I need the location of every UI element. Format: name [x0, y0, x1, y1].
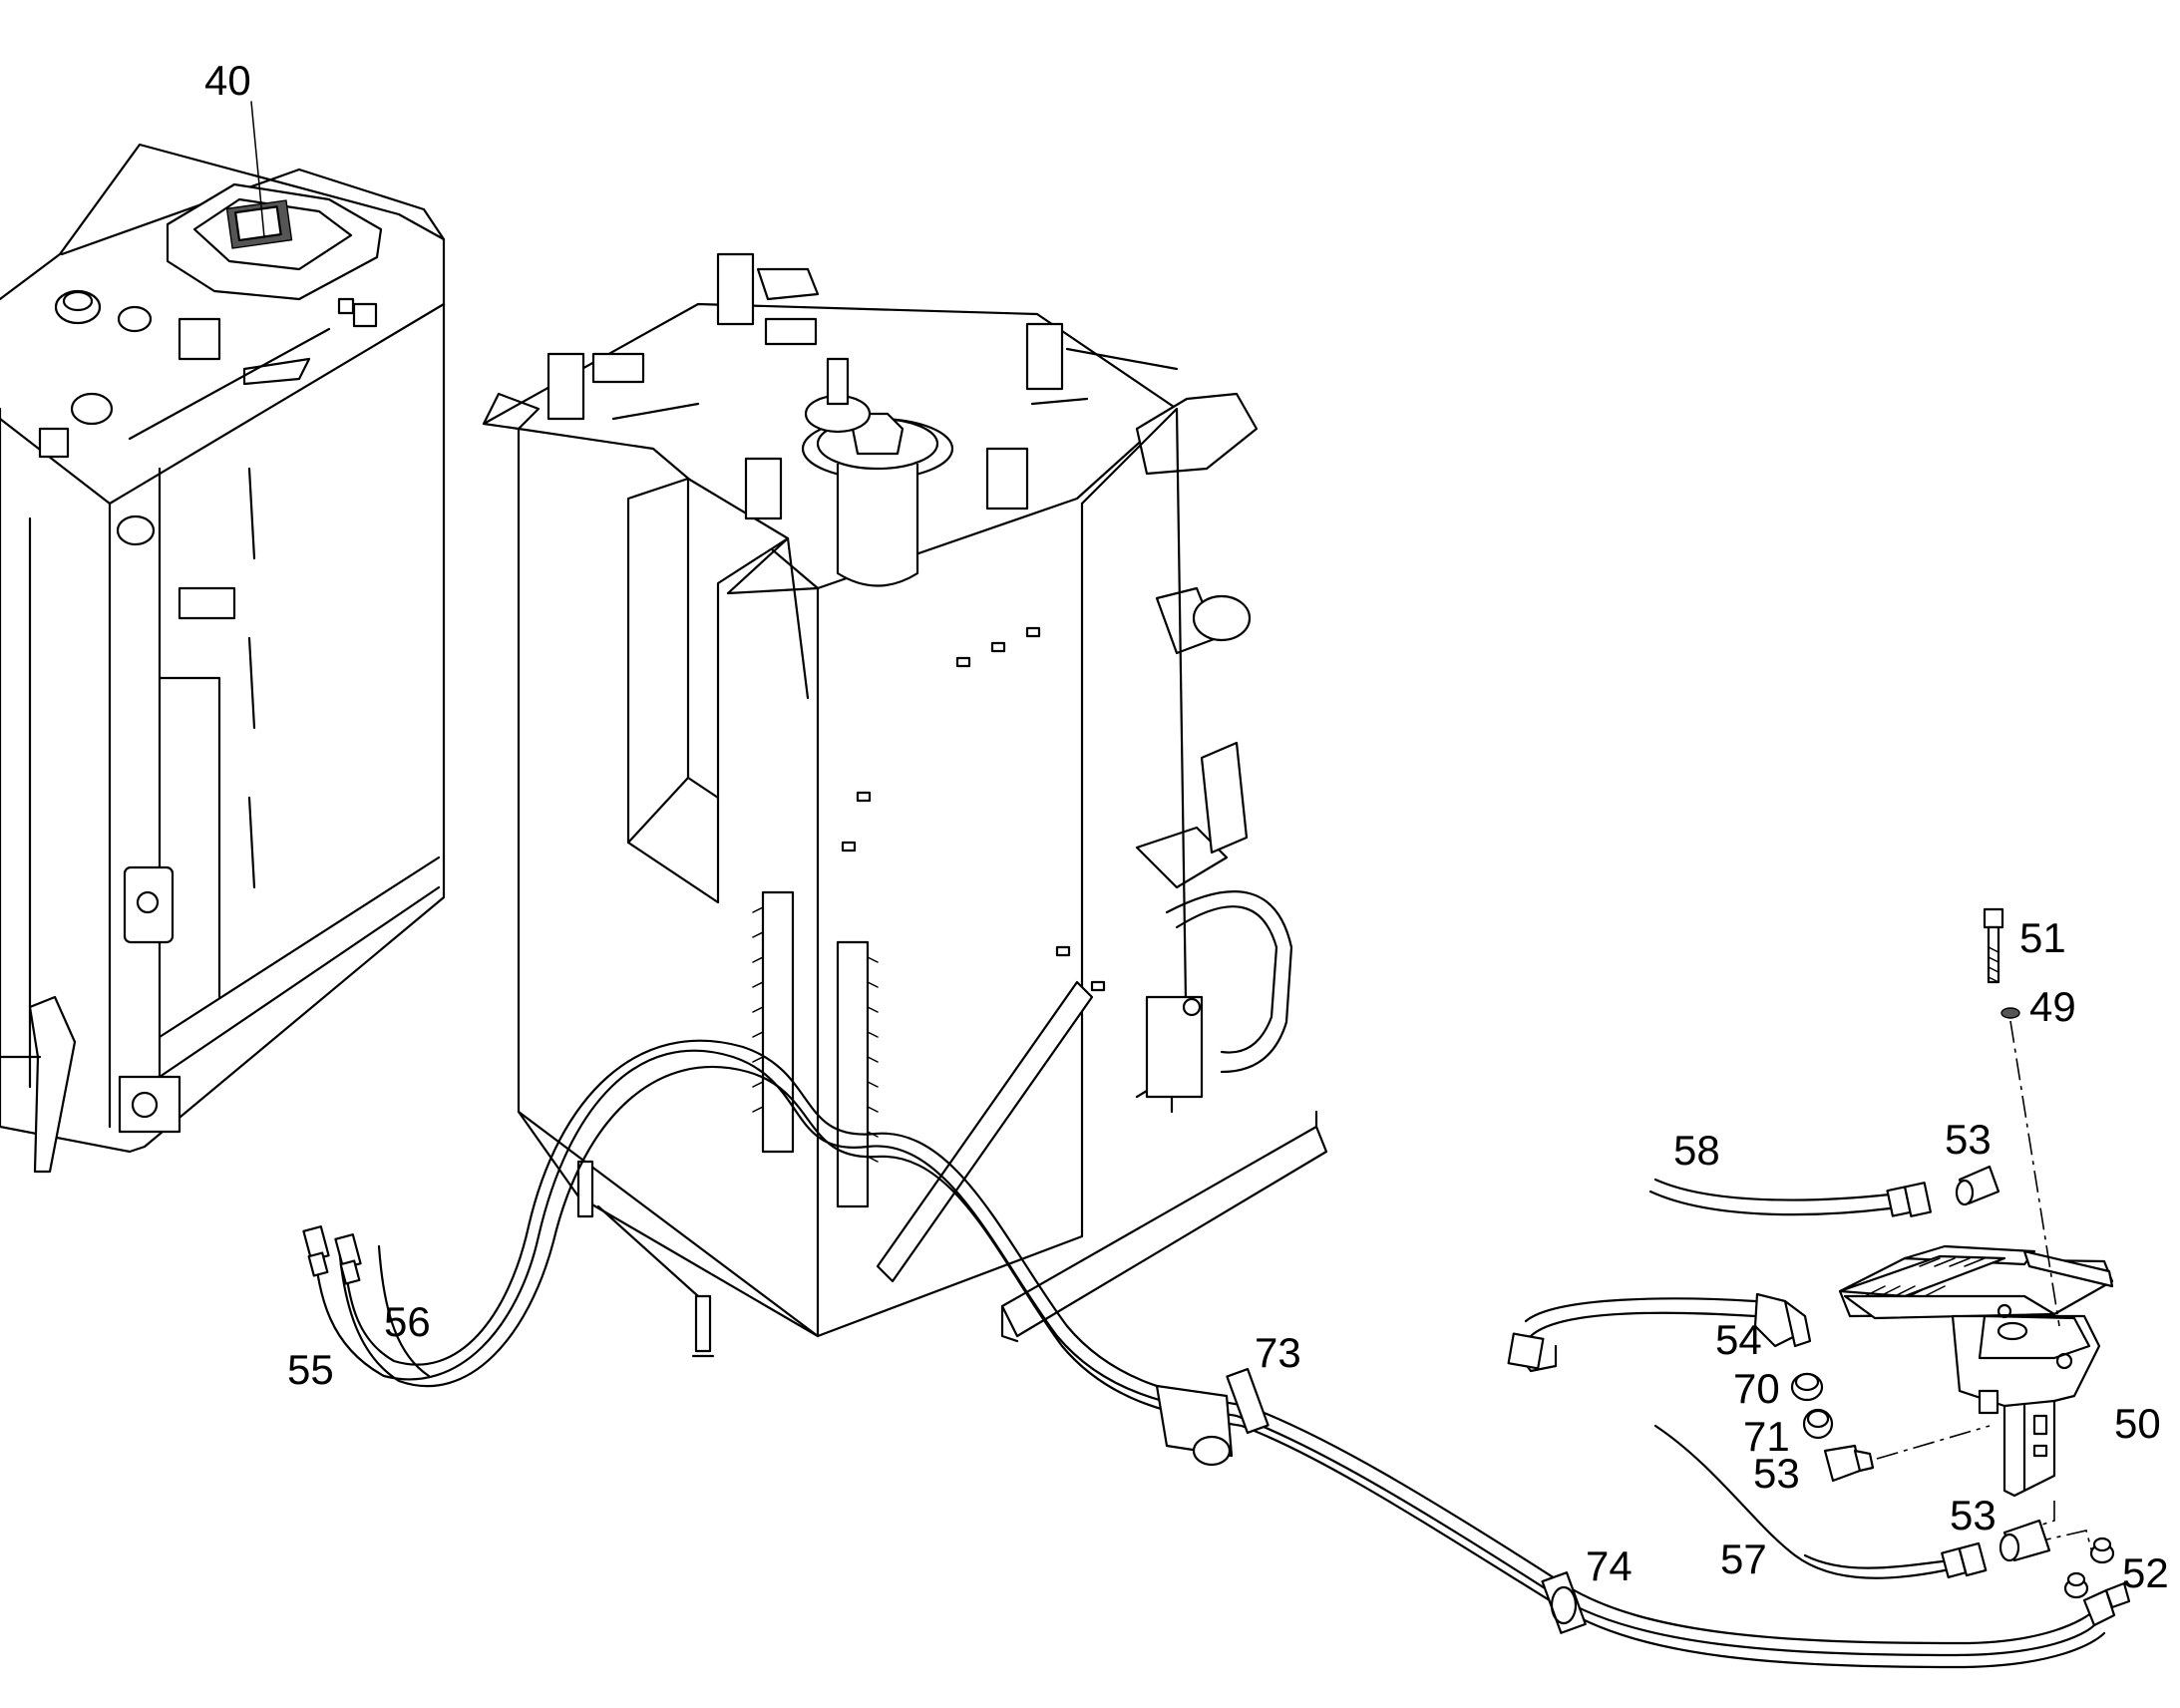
callout-56: 56	[384, 1298, 431, 1345]
callout-labels: 40 51 49 58 53 56 55 73 54 70 71 53 50 5…	[204, 57, 2169, 1596]
hose-bundle	[302, 1039, 2131, 1669]
callout-71: 71	[1743, 1413, 1790, 1460]
washer-49	[2000, 1007, 2020, 1019]
callout-73: 73	[1255, 1329, 1301, 1376]
fitting-53-upper	[1955, 1165, 2000, 1206]
callout-51: 51	[2019, 914, 2066, 961]
callout-58: 58	[1673, 1127, 1720, 1174]
callout-52: 52	[2122, 1549, 2169, 1596]
nut-70	[1790, 1372, 1824, 1402]
left-tank-assembly	[0, 143, 446, 1174]
bolt-51	[1983, 907, 2004, 984]
nut-71	[1802, 1408, 1834, 1440]
callout-53-mid: 53	[1753, 1450, 1800, 1497]
central-tank-assembly	[482, 252, 1328, 1358]
pedal-valve-assembly	[1507, 907, 2115, 1599]
fitting-53-mid	[1823, 1444, 1875, 1483]
callout-40: 40	[204, 57, 251, 104]
callout-53-upper: 53	[1945, 1116, 1992, 1163]
fitting-52	[2063, 1537, 2115, 1599]
callout-49: 49	[2029, 983, 2076, 1030]
callout-54: 54	[1715, 1316, 1762, 1363]
callout-50: 50	[2114, 1400, 2161, 1447]
leader-line-40	[250, 101, 265, 238]
callout-70: 70	[1733, 1365, 1780, 1412]
callout-55: 55	[287, 1346, 334, 1393]
callout-53-lower: 53	[1950, 1492, 1997, 1538]
fitting-53-lower	[1998, 1519, 2051, 1562]
callout-57: 57	[1720, 1536, 1767, 1582]
callout-74: 74	[1586, 1542, 1633, 1589]
